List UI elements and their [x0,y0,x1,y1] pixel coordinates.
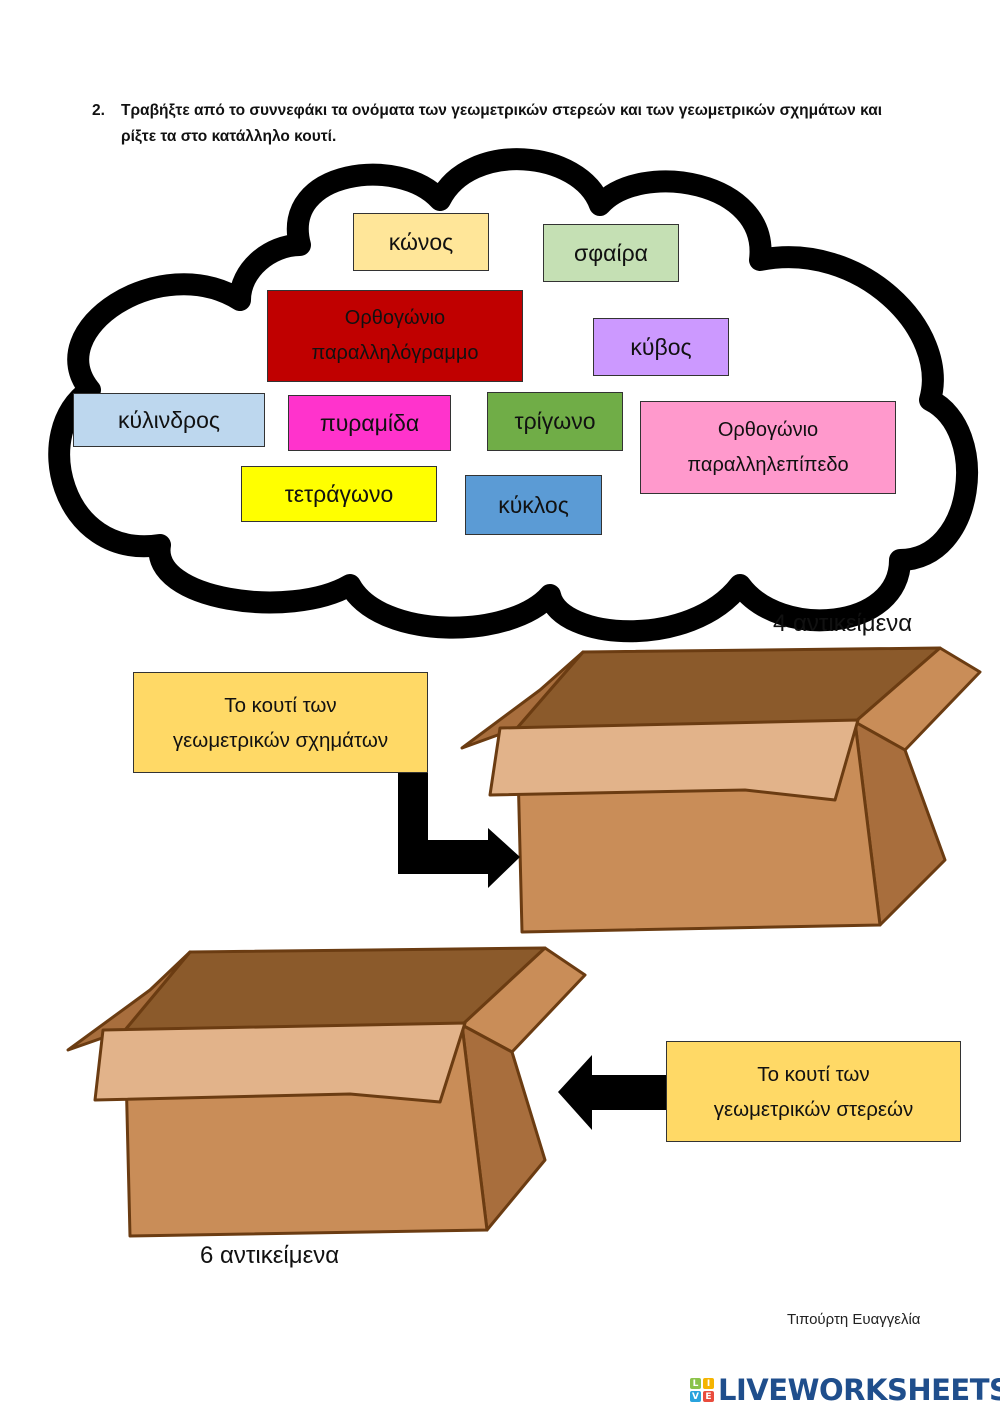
chip-kylindros[interactable]: κύλινδρος [73,393,265,447]
solids-box-count: 6 αντικείμενα [200,1242,340,1269]
shapes-drop-zone[interactable] [517,720,887,935]
instruction: 2. Τραβήξτε από το συννεφάκι τα ονόματα … [92,98,912,150]
chip-kyvos[interactable]: κύβος [593,318,729,376]
chip-kyklos[interactable]: κύκλος [465,475,602,535]
chip-orthogonio-parallilogrammo[interactable]: Ορθογώνιο παραλληλόγραμμο [267,290,523,382]
solids-box-label: Το κουτί των γεωμετρικών στερεών [666,1041,961,1142]
arrow-left-icon [558,1055,668,1130]
logo-letter-e: E [703,1391,714,1402]
box-icon-solids [66,946,587,1238]
solids-drop-zone[interactable] [120,1020,490,1240]
shapes-box-label: Το κουτί των γεωμετρικών σχημάτων [133,672,428,773]
instruction-number: 2. [92,102,105,119]
instruction-text: Τραβήξτε από το συννεφάκι τα ονόματα των… [121,102,883,145]
box-icon-shapes [460,646,982,934]
logo-letter-i: I [703,1378,714,1389]
chip-pyramida[interactable]: πυραμίδα [288,395,451,451]
chip-trigono[interactable]: τρίγωνο [487,392,623,451]
logo-wordmark: LIVEWORKSHEETS [718,1373,1000,1407]
logo-grid-icon: L I V E [690,1378,714,1402]
chip-konos[interactable]: κώνος [353,213,489,271]
chip-tetragono[interactable]: τετράγωνο [241,466,437,522]
chip-sfaira[interactable]: σφαίρα [543,224,679,282]
logo-letter-v: V [690,1391,701,1402]
author-name: Τιπούρτη Ευαγγελία [787,1311,921,1328]
liveworksheets-logo[interactable]: L I V E LIVEWORKSHEETS [690,1372,1000,1408]
logo-letter-l: L [690,1378,701,1389]
chip-orthogonio-parallilepipedo[interactable]: Ορθογώνιο παραλληλεπίπεδο [640,401,896,494]
shapes-box-count: 4 αντικείμενα [773,610,913,637]
arrow-right-icon [398,772,520,888]
